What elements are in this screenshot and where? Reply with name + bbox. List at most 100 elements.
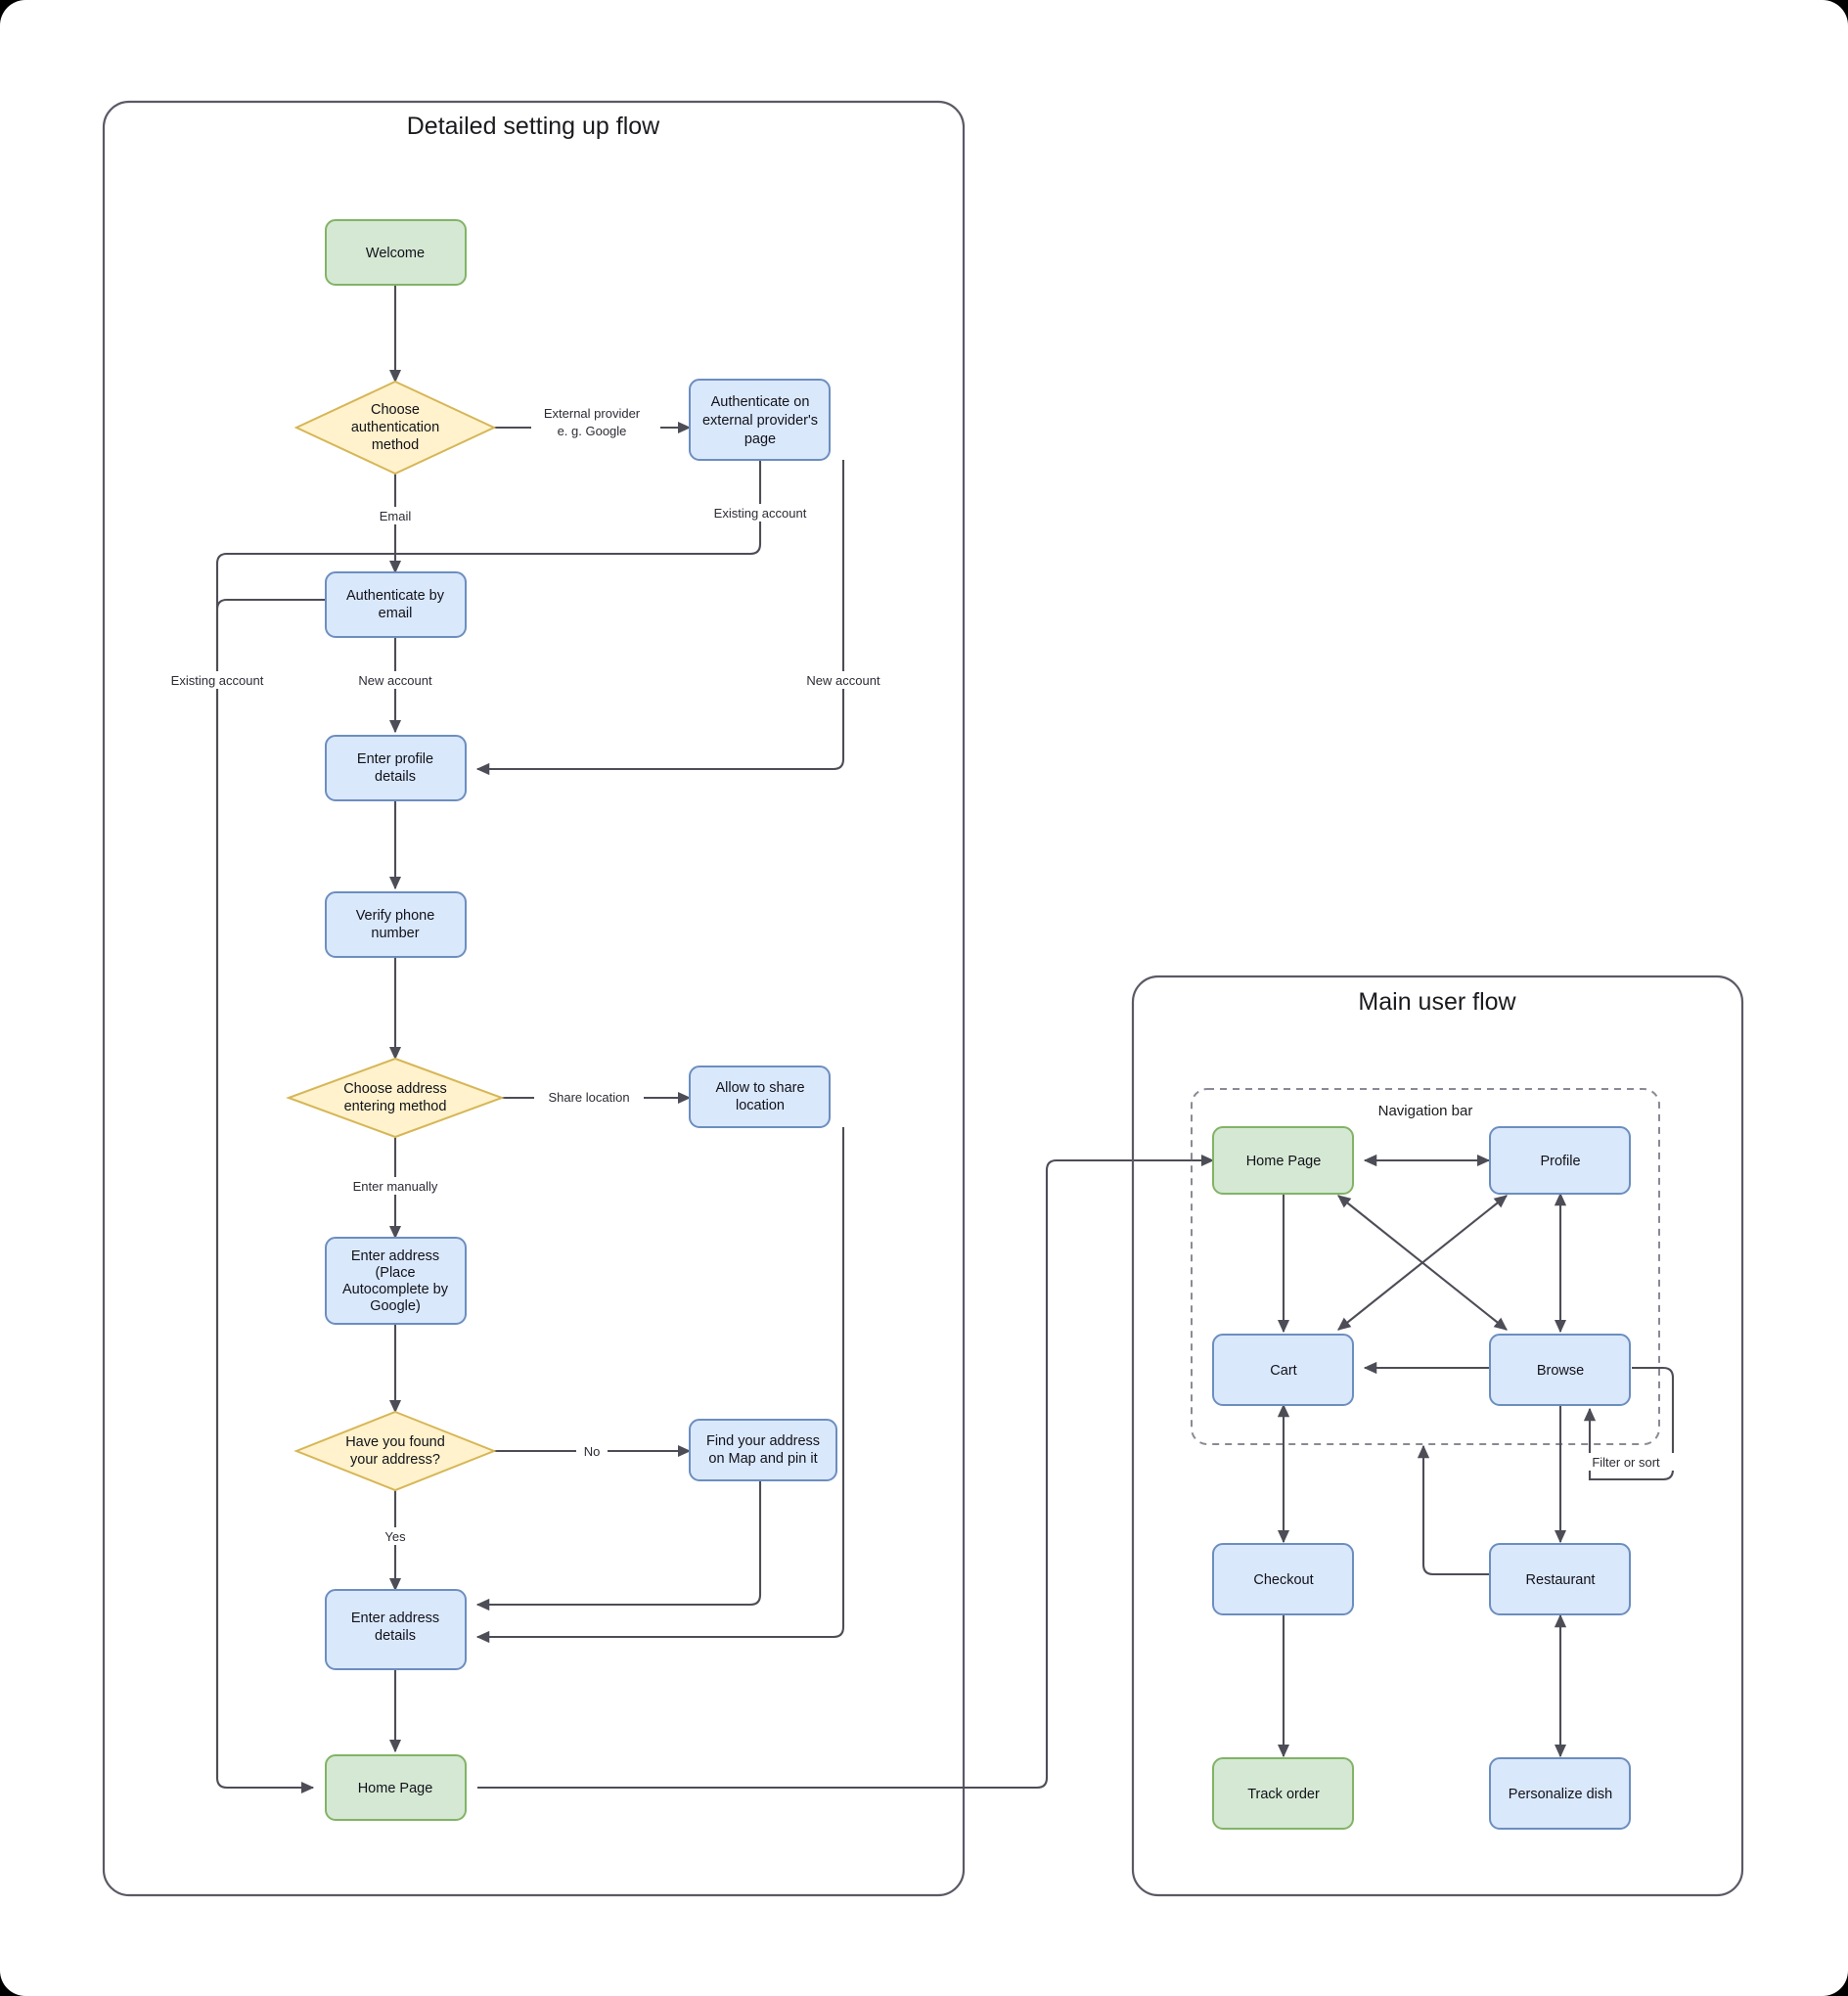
node-choose-auth-label-line1: Choose [371,402,420,418]
node-profile-details-label-line2: details [375,769,416,785]
node-home-page-detailed-flow[interactable]: Home Page [325,1754,467,1821]
node-allow-to-share-location[interactable]: Allow to share location [689,1066,831,1128]
group-detailed-setting-up-flow: Detailed setting up flow [102,100,966,1897]
edge-label-filter-or-sort: Filter or sort [1592,1455,1660,1470]
node-enter-address-label-line4: Google) [370,1298,421,1314]
edge-label-external-provider-line2: e. g. Google [558,424,627,438]
node-auth-external-label-line3: page [744,431,776,447]
edge-label-share-location: Share location [548,1090,629,1105]
node-address-details-label-line2: details [375,1628,416,1644]
node-checkout-shape[interactable] [1212,1543,1354,1615]
node-enter-address-details[interactable]: Enter address details [325,1589,467,1670]
node-auth-external-label-line1: Authenticate on [711,394,810,410]
node-profile-shape[interactable] [1489,1126,1631,1195]
node-choose-auth-label-line3: method [372,437,419,453]
node-welcome-shape[interactable] [325,219,467,286]
edge-email-existing-account [215,598,326,1778]
node-cart-shape[interactable] [1212,1334,1354,1406]
node-home-page-main-flow[interactable]: Home Page [1212,1126,1354,1195]
node-welcome-label: Welcome [366,246,425,261]
node-welcome[interactable]: Welcome [325,219,467,286]
node-cart[interactable]: Cart [1212,1334,1354,1406]
node-personalize-dish-shape[interactable] [1489,1757,1631,1830]
node-choose-auth-shape[interactable] [293,380,497,476]
node-choose-address-label-line2: entering method [344,1099,447,1114]
node-cart-label: Cart [1270,1363,1296,1379]
node-track-order[interactable]: Track order [1212,1757,1354,1830]
node-home-page-detailed-shape[interactable] [325,1754,467,1821]
node-found-address-label-line1: Have you found [345,1434,445,1450]
node-auth-external-shape[interactable] [689,379,831,461]
node-allow-share-shape[interactable] [689,1066,831,1128]
edge-label-external-provider-line1: External provider [544,406,641,421]
node-personalize-dish-label: Personalize dish [1509,1787,1612,1802]
node-verify-phone-shape[interactable] [325,891,467,958]
node-find-map-shape[interactable] [689,1419,837,1481]
node-find-map-label-line2: on Map and pin it [708,1451,817,1467]
node-enter-address-place-autocomplete[interactable]: Enter address (Place Autocomplete by Goo… [325,1237,467,1325]
node-choose-authentication-method[interactable]: Choose authentication method [293,380,497,476]
node-verify-phone-label-line1: Verify phone [356,908,435,924]
main-flow-edge-labels: Filter or sort [1571,1453,1681,1471]
edge-label-enter-manually: Enter manually [353,1179,438,1194]
node-personalize-dish[interactable]: Personalize dish [1489,1757,1631,1830]
node-authenticate-by-email[interactable]: Authenticate by email [325,571,467,638]
node-enter-address-label-line3: Autocomplete by [342,1282,449,1297]
main-flow-frame [1131,975,1744,1897]
node-restaurant-label: Restaurant [1526,1572,1596,1588]
edge-label-existing-account-left: Existing account [171,673,264,688]
node-find-address-on-map[interactable]: Find your address on Map and pin it [689,1419,837,1481]
group-main-user-flow: Main user flow Navigation bar [1131,975,1744,1897]
node-choose-address-shape[interactable] [286,1057,505,1139]
node-address-details-label-line1: Enter address [351,1610,439,1626]
node-found-address-label-line2: your address? [350,1452,440,1468]
main-flow-edges [1277,1154,1675,1758]
node-enter-address-label-line1: Enter address [351,1248,439,1264]
node-restaurant-shape[interactable] [1489,1543,1631,1615]
node-auth-email-label-line2: email [379,606,413,621]
edge-label-no: No [584,1444,601,1459]
node-browse-shape[interactable] [1489,1334,1631,1406]
node-enter-address-shape[interactable] [325,1237,467,1325]
node-authenticate-on-external-provider[interactable]: Authenticate on external provider's page [689,379,831,461]
node-address-details-shape[interactable] [325,1589,467,1670]
node-restaurant[interactable]: Restaurant [1489,1543,1631,1615]
node-profile[interactable]: Profile [1489,1126,1631,1195]
edge-profile-cart-diagonal [1337,1195,1508,1331]
edge-external-existing-account-to-home [215,460,762,1794]
node-browse-label: Browse [1537,1363,1584,1379]
main-flow-title: Main user flow [1358,988,1516,1016]
edge-label-email: Email [380,509,412,523]
edge-left-home-to-main-home [477,1154,1215,1790]
node-find-map-label-line1: Find your address [706,1433,820,1449]
edge-label-existing-account-right: Existing account [714,506,807,521]
node-browse[interactable]: Browse [1489,1334,1631,1406]
edge-share-location-to-address-details [475,1127,845,1644]
node-auth-external-label-line2: external provider's [702,413,818,429]
node-have-you-found-your-address[interactable]: Have you found your address? [293,1410,497,1492]
node-found-address-shape[interactable] [293,1410,497,1492]
edge-label-new-account-center: New account [358,673,432,688]
detailed-flow-title: Detailed setting up flow [407,113,660,140]
navigation-bar-frame [1191,1088,1660,1445]
edge-label-new-account-right: New account [806,673,880,688]
node-verify-phone-number[interactable]: Verify phone number [325,891,467,958]
node-home-page-main-shape[interactable] [1212,1126,1354,1195]
node-enter-profile-details[interactable]: Enter profile details [325,735,467,801]
edge-map-to-address-details [475,1480,762,1611]
node-auth-email-shape[interactable] [325,571,467,638]
node-choose-auth-label-line2: authentication [351,420,439,435]
edge-restaurant-to-navbar [1417,1444,1489,1576]
node-profile-details-label-line1: Enter profile [357,751,433,767]
node-profile-details-shape[interactable] [325,735,467,801]
edge-label-yes: Yes [384,1529,406,1544]
node-checkout[interactable]: Checkout [1212,1543,1354,1615]
node-home-page-main-label: Home Page [1246,1154,1322,1169]
edge-external-new-account-to-profile [475,460,845,776]
node-choose-address-entering-method[interactable]: Choose address entering method [286,1057,505,1139]
node-verify-phone-label-line2: number [371,926,419,941]
node-track-order-shape[interactable] [1212,1757,1354,1830]
node-allow-share-label-line1: Allow to share [715,1080,804,1096]
